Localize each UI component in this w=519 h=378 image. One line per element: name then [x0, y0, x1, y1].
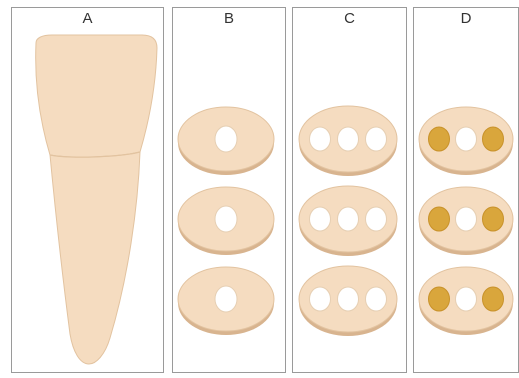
panel-c: C [292, 7, 407, 373]
cross-section [419, 107, 513, 175]
cross-section [178, 267, 274, 335]
filled-canal [429, 127, 450, 151]
empty-canal [215, 206, 237, 232]
panel-d: D [413, 7, 519, 373]
cross-section-diagram-c [293, 8, 408, 374]
empty-canal [310, 287, 331, 311]
empty-canal [456, 207, 477, 231]
cross-section [299, 186, 397, 256]
filled-canal [483, 207, 504, 231]
empty-canal [310, 207, 331, 231]
empty-canal [366, 287, 387, 311]
empty-canal [338, 127, 359, 151]
panel-b: B [172, 7, 286, 373]
filled-canal [483, 287, 504, 311]
cross-section [178, 107, 274, 175]
filled-canal [429, 287, 450, 311]
cross-section [299, 106, 397, 176]
empty-canal [215, 286, 237, 312]
tooth-crown [36, 35, 157, 157]
empty-canal [366, 207, 387, 231]
filled-canal [429, 207, 450, 231]
empty-canal [310, 127, 331, 151]
cross-section-diagram-d [414, 8, 519, 374]
empty-canal [338, 287, 359, 311]
tooth-root [50, 152, 140, 364]
cross-section [419, 187, 513, 255]
cross-section [419, 267, 513, 335]
panel-a: A [11, 7, 164, 373]
empty-canal [366, 127, 387, 151]
cross-section-diagram-b [173, 8, 287, 374]
cross-section [178, 187, 274, 255]
empty-canal [456, 287, 477, 311]
empty-canal [456, 127, 477, 151]
cross-section [299, 266, 397, 336]
filled-canal [483, 127, 504, 151]
empty-canal [338, 207, 359, 231]
tooth-diagram [12, 8, 165, 374]
empty-canal [215, 126, 237, 152]
